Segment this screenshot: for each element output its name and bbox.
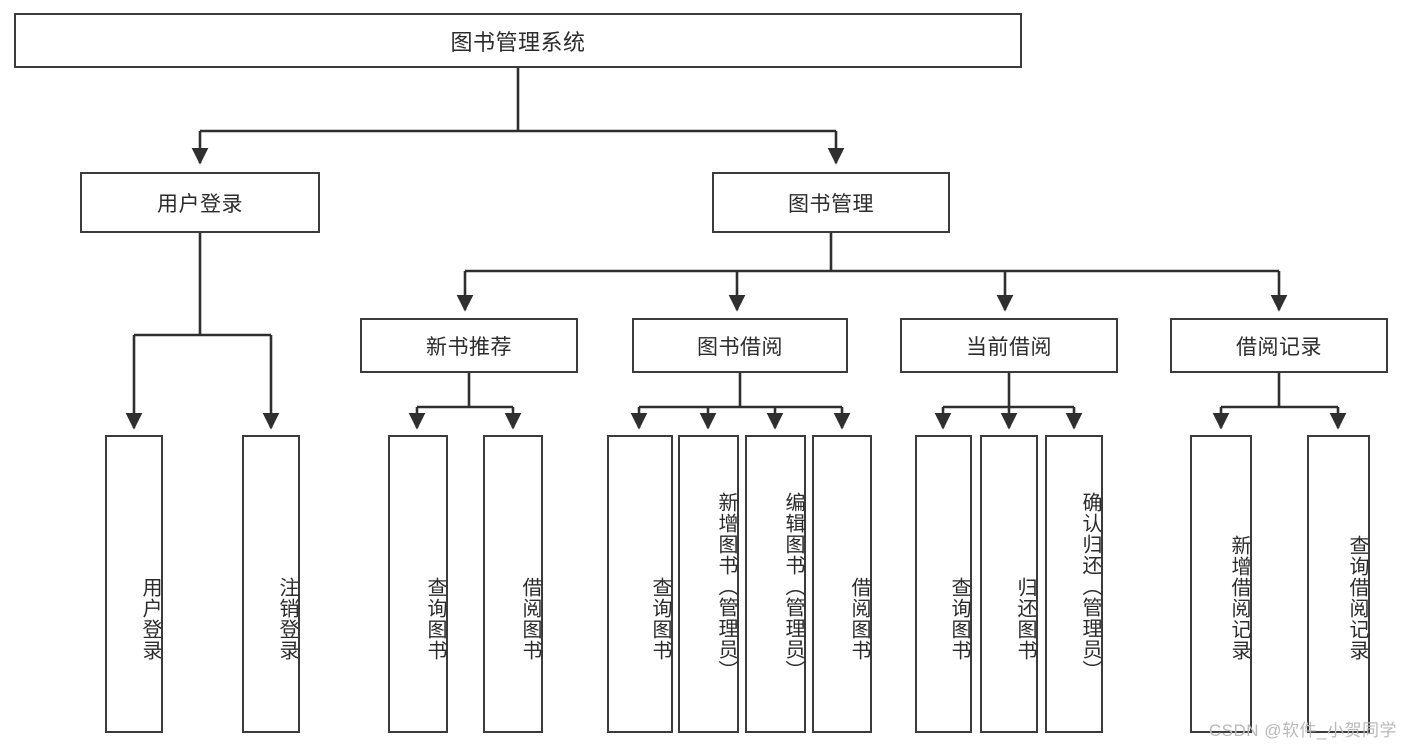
watermark-text: CSDN @软件_小贺同学 — [1208, 721, 1397, 740]
node-leaf-user-login[interactable]: 用户登录 — [105, 435, 163, 733]
node-leaf-add-borrow-record[interactable]: 新增借阅记录 — [1190, 435, 1252, 733]
node-leaf-add-book[interactable]: 新增图书（管理员） — [678, 435, 739, 733]
node-leaf-edit-book[interactable]: 编辑图书（管理员） — [745, 435, 806, 733]
node-leaf-query-book-1[interactable]: 查询图书 — [388, 435, 448, 733]
node-leaf-return-book[interactable]: 归还图书 — [980, 435, 1038, 733]
node-leaf-logout-login[interactable]: 注销登录 — [242, 435, 300, 733]
node-new-book-recommend[interactable]: 新书推荐 — [360, 318, 578, 373]
node-label: 查询图书 — [649, 577, 671, 661]
node-label: 借阅图书 — [848, 577, 870, 661]
node-label: 查询借阅记录 — [1346, 535, 1368, 661]
node-label: 图书管理 — [788, 192, 874, 216]
node-label: 借阅记录 — [1236, 335, 1322, 359]
node-label: 用户登录 — [157, 192, 243, 216]
node-user-login[interactable]: 用户登录 — [80, 172, 320, 233]
node-leaf-query-book-3[interactable]: 查询图书 — [915, 435, 972, 733]
node-current-borrow[interactable]: 当前借阅 — [900, 318, 1118, 373]
node-leaf-query-borrow-record[interactable]: 查询借阅记录 — [1307, 435, 1370, 733]
node-label: 图书借阅 — [697, 335, 783, 359]
node-borrow-record[interactable]: 借阅记录 — [1170, 318, 1388, 373]
node-label: 新增借阅记录 — [1228, 535, 1250, 661]
node-label: 查询图书 — [424, 577, 446, 661]
node-label: 确认归还（管理员） — [1079, 491, 1101, 681]
node-label: 注销登录 — [276, 577, 298, 661]
node-book-borrow[interactable]: 图书借阅 — [632, 318, 848, 373]
node-label: 当前借阅 — [966, 335, 1052, 359]
node-label: 归还图书 — [1014, 577, 1036, 661]
node-leaf-borrow-book-1[interactable]: 借阅图书 — [483, 435, 543, 733]
node-root-system[interactable]: 图书管理系统 — [14, 13, 1022, 68]
node-label: 图书管理系统 — [450, 29, 586, 55]
node-label: 新书推荐 — [426, 335, 512, 359]
node-label: 用户登录 — [139, 577, 161, 661]
node-leaf-borrow-book-2[interactable]: 借阅图书 — [812, 435, 872, 733]
node-label: 编辑图书（管理员） — [782, 491, 804, 681]
node-book-management[interactable]: 图书管理 — [712, 172, 950, 233]
node-leaf-confirm-return[interactable]: 确认归还（管理员） — [1045, 435, 1103, 733]
node-leaf-query-book-2[interactable]: 查询图书 — [607, 435, 673, 733]
node-label: 新增图书（管理员） — [715, 491, 737, 681]
node-label: 借阅图书 — [519, 577, 541, 661]
node-label: 查询图书 — [948, 577, 970, 661]
